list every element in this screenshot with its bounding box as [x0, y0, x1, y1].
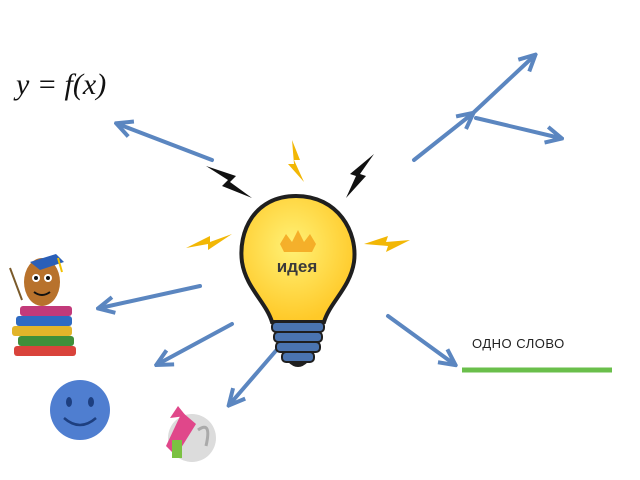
arrow-word	[386, 314, 454, 364]
arrows	[100, 56, 560, 404]
books-character-icon	[9, 254, 76, 356]
arrow-formula	[118, 124, 214, 162]
one-word-label: ОДНО СЛОВО	[472, 336, 565, 351]
lightning-bolt-icon	[206, 166, 252, 198]
paint-brush-icon	[166, 406, 216, 462]
arrow-branch-right	[474, 116, 560, 138]
arrow-books	[100, 284, 202, 308]
lightning-bolt-icon	[346, 154, 374, 198]
lightning-bolt-icon	[288, 140, 304, 182]
lightning-bolt-icon	[364, 236, 410, 252]
arrow-top-right	[412, 114, 472, 162]
function-formula: y = f(x)	[16, 68, 107, 101]
lightning-bolt-icon	[186, 234, 232, 250]
bulb-label: идея	[277, 257, 318, 276]
arrow-brush	[230, 344, 282, 404]
lightning-bolts	[186, 140, 410, 252]
smiley-face-icon	[50, 380, 110, 440]
arrow-smiley	[158, 322, 234, 364]
arrow-branch-up	[470, 56, 534, 116]
lightbulb-icon: идея	[239, 193, 357, 367]
